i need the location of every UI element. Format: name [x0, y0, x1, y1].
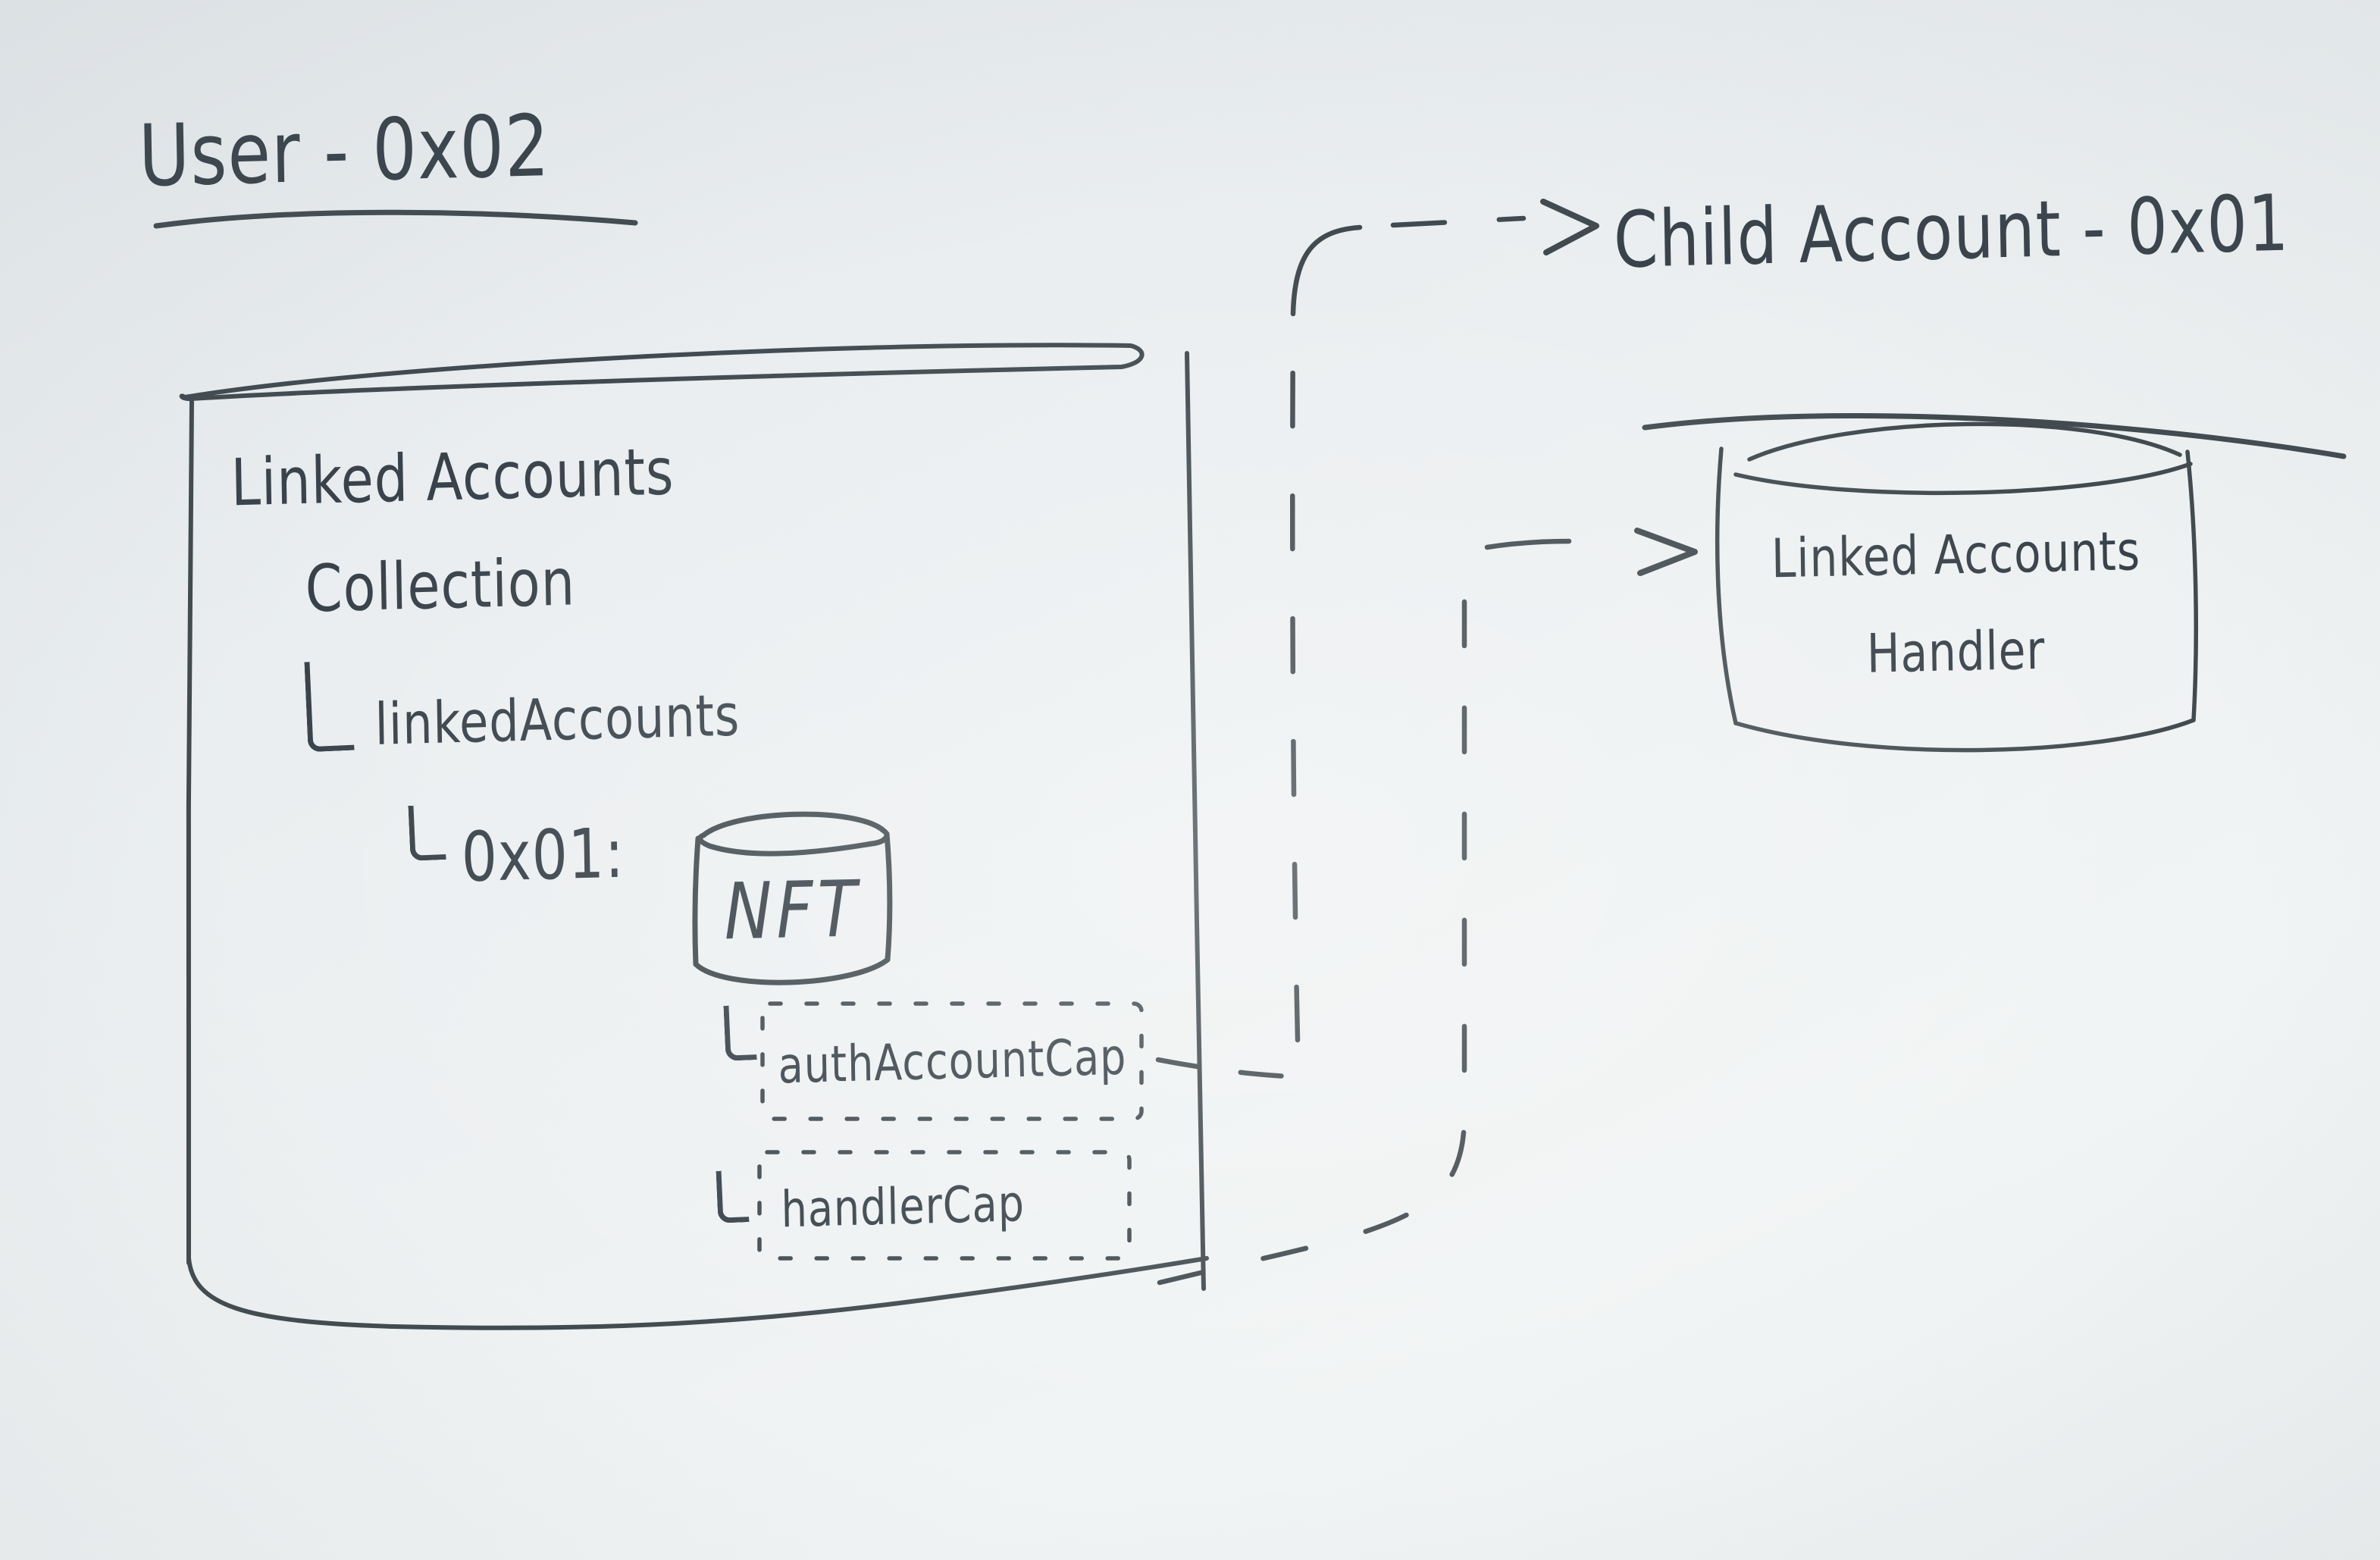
auth-account-cap-field: authAccountCap [763, 1004, 1141, 1119]
arrowhead-to-handler [1634, 528, 1698, 576]
branch-arrow-icon [408, 804, 446, 861]
handler-cylinder-label-line1: Linked Accounts [1771, 519, 2141, 590]
collection-box-heading-line1: Linked Accounts [230, 434, 675, 522]
child-account-title: Child Account - 0x01 [1612, 177, 2291, 286]
nft-cylinder [692, 811, 893, 985]
branch-arrow-icon [716, 1170, 750, 1223]
auth-account-cap-dotted-box [760, 1001, 1144, 1121]
handler-cylinder-label-line2: Handler [1866, 618, 2046, 685]
handler-cylinder [1715, 421, 2199, 753]
nft-label: NFT [723, 863, 862, 957]
arrowhead-to-child-title [1540, 199, 1599, 255]
handler-cap-field: handlerCap [759, 1152, 1129, 1258]
user-account-title: User - 0x02 [137, 96, 551, 206]
handler-cap-label: handlerCap [780, 1173, 1026, 1239]
collection-box-heading-line2: Collection [304, 544, 576, 628]
branch-arrow-icon [304, 659, 355, 753]
dashed-link-authaccountcap-to-child [1155, 199, 1599, 1079]
handler-cap-dotted-box [757, 1150, 1132, 1261]
auth-account-cap-label: authAccountCap [778, 1027, 1128, 1095]
dashed-link-handlercap-to-handler [1157, 528, 1698, 1286]
entry-key-0x01: 0x01: [460, 813, 625, 898]
branch-arrow-icon [723, 1004, 757, 1061]
collection-box-outline [179, 343, 1209, 1330]
user-title-underline [153, 209, 638, 229]
linked-accounts-field: linkedAccounts [374, 681, 741, 759]
child-title-underline [1642, 412, 2347, 459]
